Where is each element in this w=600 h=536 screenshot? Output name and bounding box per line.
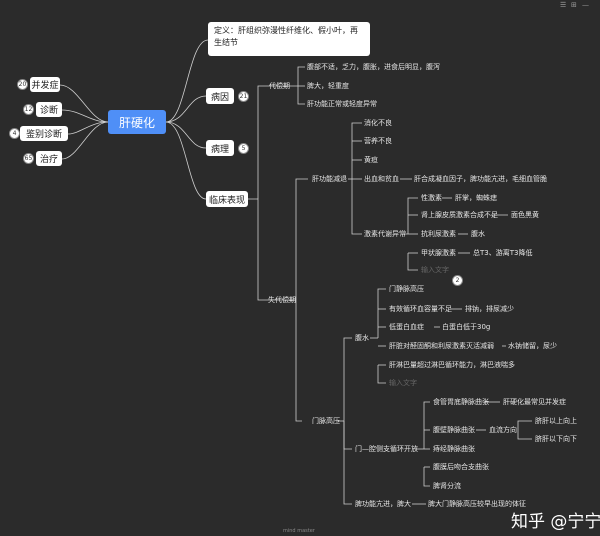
count-badge[interactable]: 12 [23, 104, 34, 115]
count-badge[interactable]: 21 [238, 91, 249, 102]
node-pathology[interactable]: 病理 [206, 140, 234, 156]
compensated-item[interactable]: 肝功能正常或轻度异常 [307, 100, 377, 108]
hormone-item[interactable]: 性激素 [421, 194, 442, 202]
hormone-detail[interactable]: 腹水 [471, 230, 485, 238]
node-spleen[interactable]: 脾功能亢进，脾大 [355, 500, 411, 508]
node-collateral[interactable]: 门—腔侧支循环开放 [355, 445, 418, 453]
ascites-item[interactable]: 肝淋巴量超过淋巴循环能力，淋巴液喘多 [389, 361, 515, 369]
collateral-item[interactable]: 腹壁静脉曲张 [433, 426, 475, 434]
ascites-item[interactable]: 低蛋白血症 [389, 323, 424, 331]
node-portal-hypertension[interactable]: 门脉高压 [312, 417, 340, 425]
ascites-item[interactable]: 有效循环血容量不足 [389, 305, 452, 313]
hormone-item[interactable]: 肾上腺皮质激素合成不足 [421, 211, 498, 219]
hormone-item[interactable]: 甲状腺激素 [421, 249, 456, 257]
collateral-item[interactable]: 脾肾分流 [433, 482, 461, 490]
minimize-icon[interactable]: — [582, 1, 589, 9]
node-hormone[interactable]: 激素代谢异常 [364, 230, 406, 238]
node-clinical[interactable]: 临床表现 [206, 191, 248, 207]
node-etiology[interactable]: 病因 [206, 88, 234, 104]
ascites-detail[interactable]: 排钠，排尿减少 [465, 305, 514, 313]
hormone-detail[interactable]: 肝掌，蜘蛛痣 [455, 194, 497, 202]
liver-item[interactable]: 黄疸 [364, 156, 378, 164]
node-complications[interactable]: 并发症 [30, 77, 60, 92]
count-badge[interactable]: 65 [23, 153, 34, 164]
ascites-detail[interactable]: 水钠储留，尿少 [508, 342, 557, 350]
ascites-item[interactable]: 门静脉高压 [389, 285, 424, 293]
root-node[interactable]: 肝硬化 [108, 110, 166, 134]
watermark: 知乎 @宁宁 [511, 512, 600, 532]
footer-brand: mind master [283, 528, 315, 534]
placeholder-node[interactable]: 输入文字 [389, 379, 417, 387]
compensated-item[interactable]: 腹部不适，乏力，腹胀，进食后明显，腹泻 [307, 63, 440, 71]
liver-item[interactable]: 营养不良 [364, 137, 392, 145]
collateral-detail[interactable]: 血流方向 [489, 426, 517, 434]
node-ascites[interactable]: 腹水 [355, 334, 369, 342]
node-compensated[interactable]: 代偿期 [269, 82, 290, 90]
node-liver-dysfunction[interactable]: 肝功能减退 [312, 175, 347, 183]
spleen-detail[interactable]: 脾大门静脉高压较早出现的体征 [428, 500, 526, 508]
ascites-item[interactable]: 肝脏对醛固酮和利尿激素灭活减弱 [389, 342, 494, 350]
flow-item[interactable]: 脐肝以下向下 [535, 435, 577, 443]
layout-icon[interactable]: ⊞ [571, 1, 577, 9]
collateral-item[interactable]: 痔经静脉曲张 [433, 445, 475, 453]
flow-item[interactable]: 脐肝以上向上 [535, 417, 577, 425]
collateral-item[interactable]: 食管胃底静脉曲张 [433, 398, 489, 406]
hormone-detail[interactable]: 面色黑黄 [511, 211, 539, 219]
hormone-item[interactable]: 抗利尿激素 [421, 230, 456, 238]
compensated-item[interactable]: 脾大，轻重度 [307, 82, 349, 90]
count-badge[interactable]: 20 [17, 79, 28, 90]
node-definition[interactable]: 定义：肝组织弥漫性纤维化、假小叶，再生结节 [208, 22, 370, 56]
node-decompensated[interactable]: 失代偿期 [268, 296, 296, 304]
liver-item[interactable]: 出血和贫血 [364, 175, 399, 183]
count-badge[interactable]: 5 [238, 143, 249, 154]
placeholder-node[interactable]: 输入文字 [421, 266, 449, 274]
collateral-detail[interactable]: 肝硬化最常见并发症 [503, 398, 566, 406]
liver-item[interactable]: 消化不良 [364, 119, 392, 127]
ascites-detail[interactable]: 白蛋白低于30g [442, 323, 491, 331]
count-badge[interactable]: 4 [9, 128, 20, 139]
collateral-item[interactable]: 腹膜后吻合支曲张 [433, 463, 489, 471]
bleeding-detail[interactable]: 肝合成凝血因子，脾功能亢进，毛细血管脆 [414, 175, 547, 183]
node-treatment[interactable]: 治疗 [36, 151, 62, 166]
node-differential[interactable]: 鉴别诊断 [20, 126, 68, 141]
menu-icon[interactable]: ☰ [560, 1, 567, 9]
node-diagnosis[interactable]: 诊断 [36, 102, 62, 117]
hormone-detail[interactable]: 总T3、游离T3降低 [473, 249, 533, 257]
count-badge[interactable]: 2 [452, 275, 463, 286]
